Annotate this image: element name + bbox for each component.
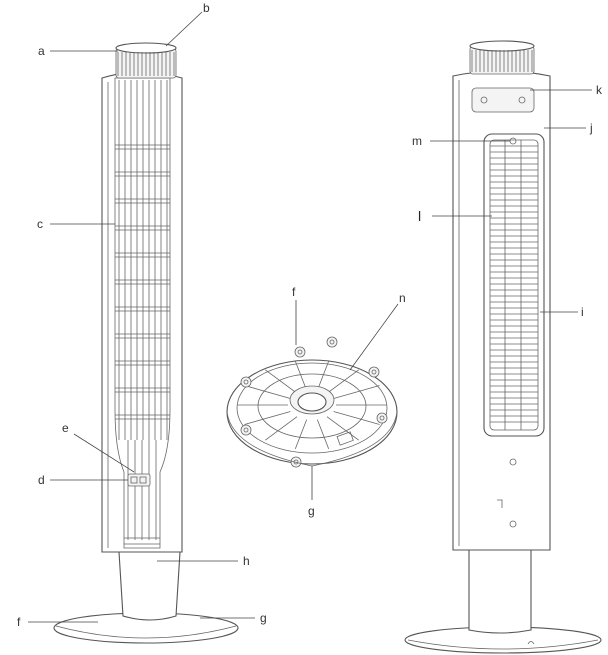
line-detail (333, 385, 380, 399)
rear-cable-hook (497, 499, 503, 508)
line-detail (265, 369, 298, 394)
base-plate-labels: f n g (292, 285, 406, 518)
label-j: j (589, 121, 593, 135)
line-detail (326, 416, 359, 441)
line-detail (244, 385, 291, 399)
screw-hole (379, 415, 385, 421)
label-g-base: g (260, 611, 267, 625)
label-f-plate: f (292, 285, 296, 299)
line-detail (316, 419, 330, 450)
label-g-plate: g (308, 504, 315, 518)
line-detail (265, 416, 298, 441)
screw-hole (371, 369, 377, 375)
label-m: m (412, 134, 422, 148)
base-plate-screw-bosses (240, 336, 388, 468)
label-l: l (418, 208, 421, 224)
front-knob-ridges (117, 52, 175, 76)
screw-hole (297, 349, 303, 355)
rear-handle (471, 87, 535, 113)
label-n: n (399, 291, 406, 305)
line-detail (333, 411, 380, 425)
front-grille-bars (118, 80, 168, 540)
front-stand-neck (118, 551, 181, 621)
base-plate-ribs (237, 360, 387, 450)
label-k: k (596, 83, 603, 97)
front-grille-bands (115, 144, 170, 420)
front-grille (114, 77, 171, 549)
label-a: a (38, 44, 45, 58)
label-c: c (37, 217, 43, 231)
line-detail (316, 360, 330, 391)
screw-hole (243, 379, 249, 385)
front-view-labels: a b c e d h f g (17, 1, 267, 629)
screw-boss (326, 336, 338, 348)
line-detail (294, 419, 308, 450)
rear-view-labels: k j m l i (412, 83, 603, 319)
screw-boss (240, 424, 252, 436)
rear-stand-neck (468, 549, 532, 634)
label-d: d (38, 473, 45, 487)
front-view-fan (53, 42, 239, 644)
label-e: e (62, 421, 69, 435)
label-b: b (203, 1, 210, 15)
line-detail (244, 411, 291, 425)
label-h: h (243, 554, 250, 568)
rear-knob-ridges (471, 50, 533, 72)
screw-boss (294, 346, 306, 358)
rear-screw (509, 458, 517, 466)
screw-boss (240, 376, 252, 388)
rear-screw (509, 520, 517, 528)
screw-hole (329, 339, 335, 345)
line-detail (326, 369, 359, 394)
label-f-base: f (17, 615, 21, 629)
screw-hole (243, 427, 249, 433)
base-plate (226, 336, 398, 468)
screw-boss (368, 366, 380, 378)
rear-view-fan (404, 40, 602, 654)
line-detail (294, 360, 308, 391)
rear-vent-grille (483, 133, 545, 437)
label-i: i (581, 305, 584, 319)
screw-boss (376, 412, 388, 424)
rear-vent-louvers (490, 140, 538, 430)
